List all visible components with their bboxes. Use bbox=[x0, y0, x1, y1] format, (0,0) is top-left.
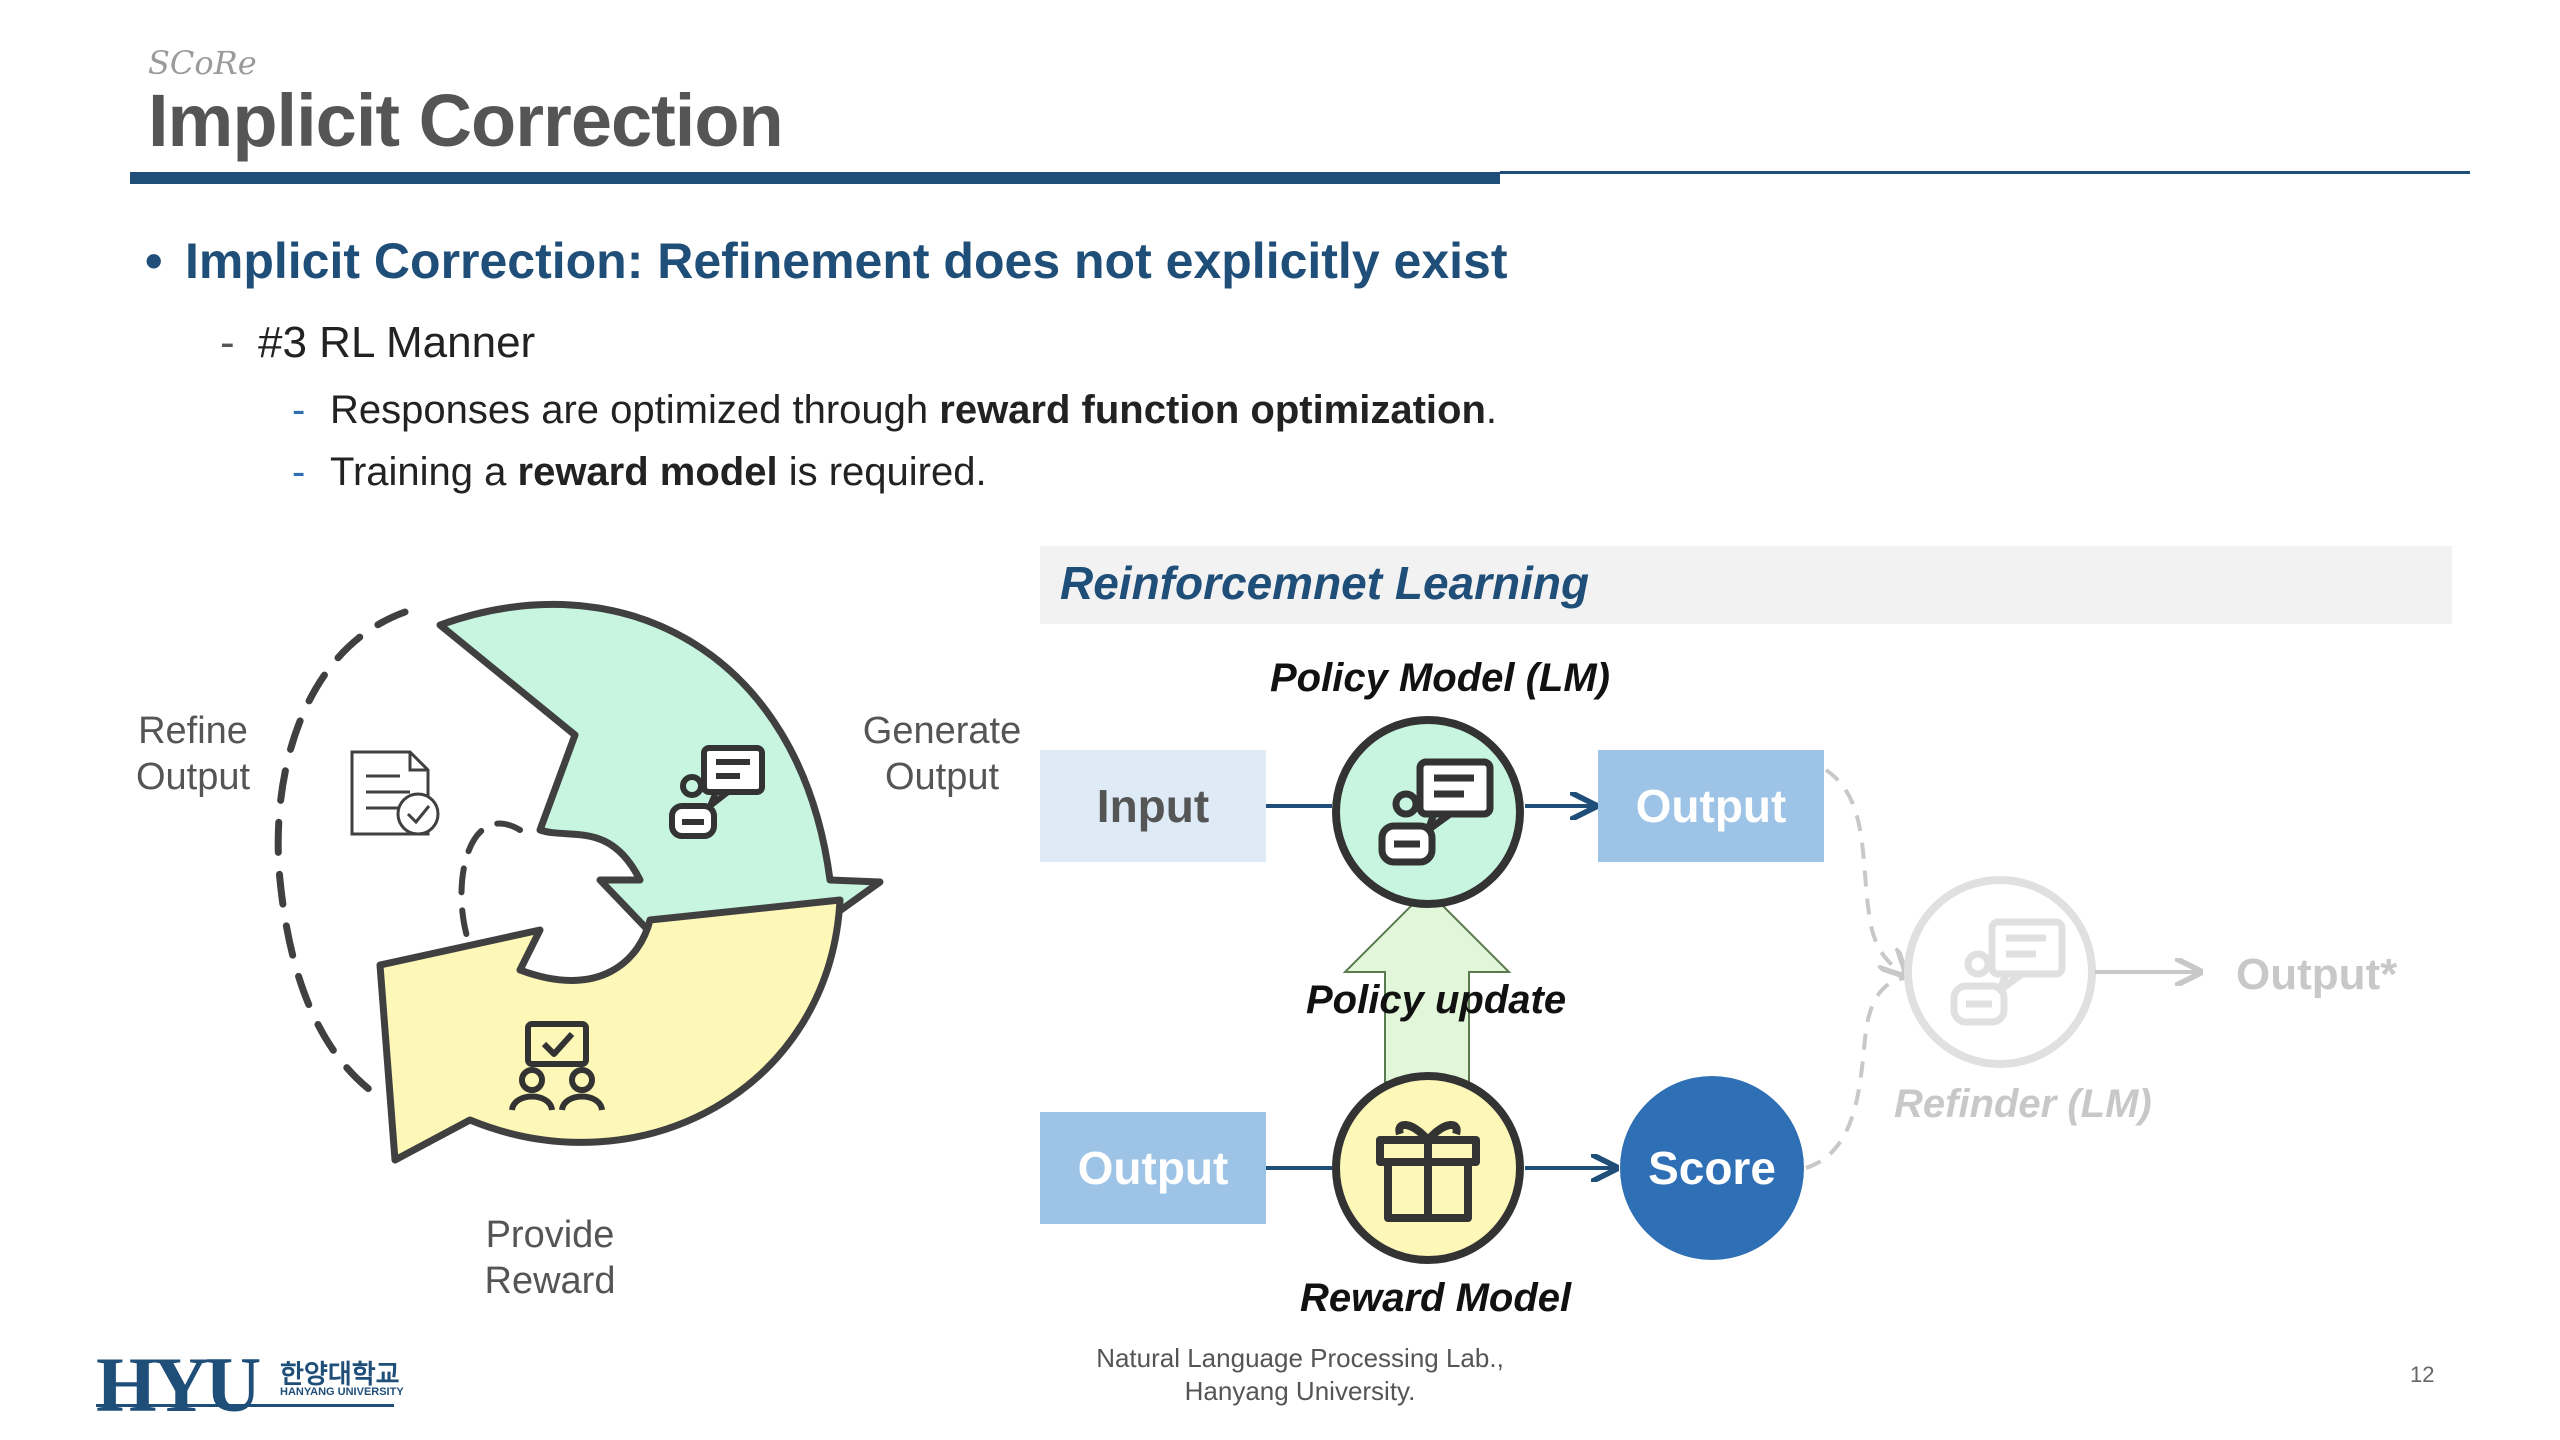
gift-icon bbox=[1376, 1121, 1480, 1222]
text-bold: reward model bbox=[517, 450, 778, 494]
dash-marker: - bbox=[220, 318, 235, 367]
text-post: . bbox=[1485, 388, 1498, 432]
dashed-connector-bottom bbox=[1805, 976, 1906, 1170]
slide-title: Implicit Correction bbox=[148, 79, 784, 162]
bullet-main-text: Implicit Correction: Refinement does not… bbox=[185, 233, 1508, 289]
title-underline-thick bbox=[130, 172, 1500, 184]
text-bold: reward function optimization bbox=[939, 388, 1486, 432]
people-reward-icon bbox=[509, 1021, 605, 1111]
reward-arrow bbox=[376, 896, 844, 1164]
rl-diagram bbox=[1266, 716, 2200, 1264]
hyu-logo: HYU bbox=[96, 1341, 261, 1428]
footer-lab-line1: Natural Language Processing Lab., bbox=[1096, 1343, 1504, 1373]
page-number: 12 bbox=[2410, 1362, 2435, 1387]
label-generate-line1: Generate bbox=[862, 710, 1022, 752]
label-refiner: Refinder (LM) bbox=[1894, 1082, 2152, 1126]
hyu-logo-english: HANYANG UNIVERSITY bbox=[280, 1386, 404, 1398]
hyu-logo-underline bbox=[96, 1404, 394, 1407]
dash-marker: - bbox=[292, 388, 306, 432]
document-check-icon bbox=[350, 750, 440, 836]
generate-arrow bbox=[436, 600, 884, 1004]
label-policy-model: Policy Model (LM) bbox=[1270, 656, 1610, 700]
chatbot-icon bbox=[669, 745, 765, 839]
title-underline-thin bbox=[1500, 171, 2470, 174]
input-box: Input bbox=[1040, 750, 1266, 862]
policy-update-arrow bbox=[1342, 888, 1512, 1083]
sub-bullet-rl-manner: -#3 RL Manner bbox=[220, 318, 535, 368]
text-pre: Responses are optimized through bbox=[330, 388, 940, 432]
score-circle: Score bbox=[1620, 1076, 1804, 1260]
rl-header-bar bbox=[1040, 546, 2452, 624]
dashed-connector-top bbox=[1824, 768, 1905, 975]
text-post: is required. bbox=[777, 450, 987, 494]
text-pre: Training a bbox=[330, 450, 518, 494]
dash-marker: - bbox=[292, 450, 306, 494]
sub-bullet-reward-model: -Training a reward model is required. bbox=[292, 450, 987, 495]
refiner-chatbot-icon bbox=[1950, 918, 2066, 1026]
label-refine-line1: Refine bbox=[138, 710, 248, 752]
output-box-top: Output bbox=[1598, 750, 1824, 862]
label-reward-line2: Reward bbox=[484, 1260, 616, 1302]
hyu-logo-korean: 한양대학교 bbox=[280, 1359, 400, 1389]
output-box-bottom: Output bbox=[1040, 1112, 1266, 1224]
slide-subtitle: SCoRe bbox=[148, 44, 257, 82]
cycle-diagram bbox=[274, 600, 884, 1164]
footer-lab-line2: Hanyang University. bbox=[1184, 1376, 1416, 1406]
policy-model-chatbot-icon bbox=[1378, 758, 1494, 866]
refine-dashed-arc bbox=[274, 608, 409, 1094]
sub-bullet-rl-manner-text: #3 RL Manner bbox=[258, 318, 536, 367]
label-reward-line1: Provide bbox=[485, 1214, 615, 1256]
label-policy-update: Policy update bbox=[1306, 978, 1567, 1022]
sub-bullet-optimization: -Responses are optimized through reward … bbox=[292, 388, 1497, 433]
bullet-main: • Implicit Correction: Refinement does no… bbox=[145, 232, 1508, 290]
refiner-circle bbox=[1904, 876, 2096, 1068]
label-refine-line2: Output bbox=[135, 756, 251, 798]
footer-lab-credit: Natural Language Processing Lab.,Hanyang… bbox=[1080, 1342, 1520, 1408]
bullet-dot: • bbox=[145, 233, 163, 289]
label-output-star: Output* bbox=[2236, 950, 2398, 999]
label-reward-model: Reward Model bbox=[1300, 1276, 1572, 1320]
label-generate-line2: Output bbox=[884, 756, 1000, 798]
rl-header-title: Reinforcemnet Learning bbox=[1060, 557, 1590, 609]
